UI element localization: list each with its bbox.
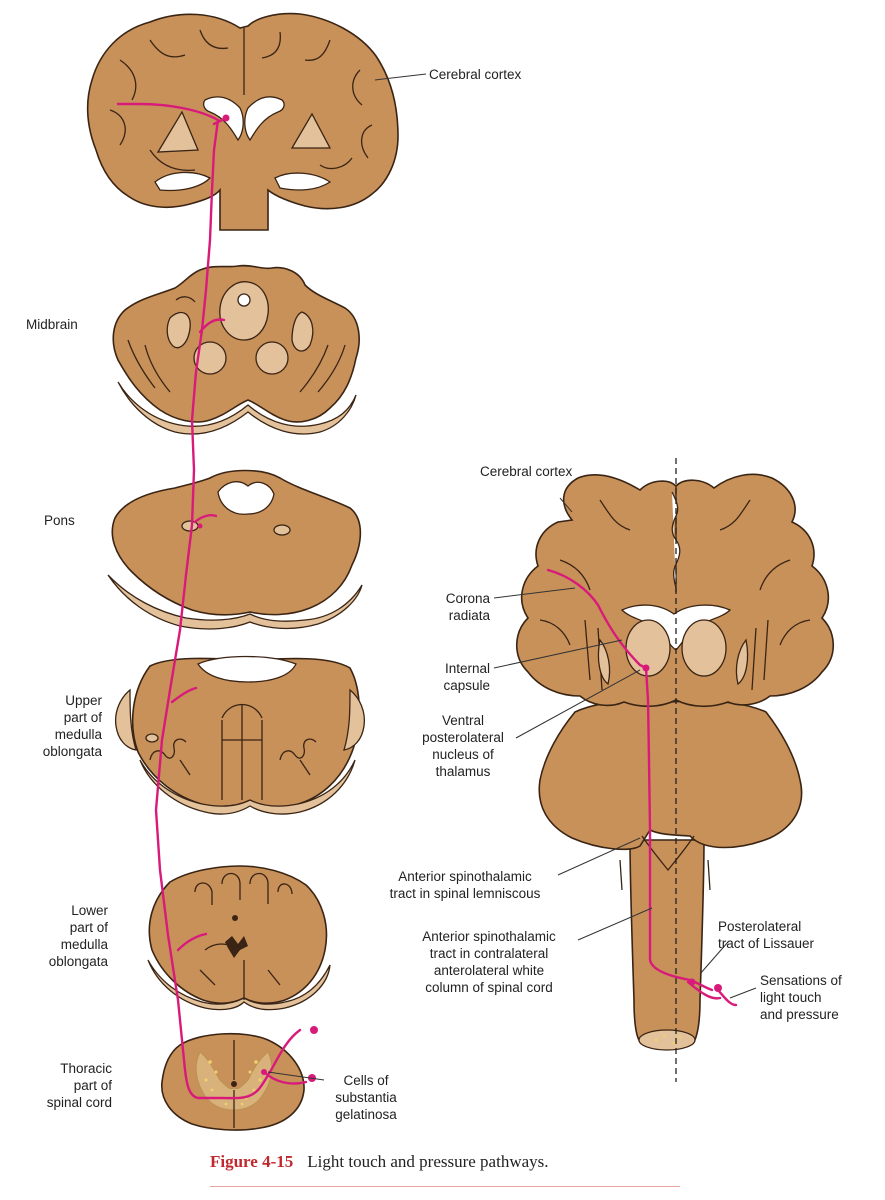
- leader-lines: [267, 73, 757, 1081]
- coronal-brain-section: [86, 12, 399, 231]
- label-cerebral-cortex-top: Cerebral cortex: [429, 67, 522, 82]
- label-vpl-nucleus: Ventral posterolateral nucleus of thalam…: [422, 713, 504, 779]
- label-internal-capsule: Internal capsule: [443, 661, 490, 693]
- label-sensations: Sensations of light touch and pressure: [760, 973, 842, 1022]
- label-lissauer: Posterolateral tract of Lissauer: [718, 919, 815, 951]
- figure-caption-text: Light touch and pressure pathways.: [307, 1152, 549, 1171]
- label-midbrain: Midbrain: [26, 317, 78, 332]
- figure-caption: Figure 4-15 Light touch and pressure path…: [210, 1152, 690, 1172]
- label-thoracic-cord: Thoracic part of spinal cord: [46, 1061, 112, 1110]
- label-upper-medulla: Upper part of medulla oblongata: [42, 693, 102, 759]
- label-pons: Pons: [44, 513, 75, 528]
- upper-medulla-section: [114, 655, 366, 815]
- label-lower-medulla: Lower part of medulla oblongata: [48, 903, 108, 969]
- thoracic-cord-section: [161, 1032, 305, 1131]
- caption-rule: [210, 1186, 680, 1187]
- label-anterior-spinothalamic-white: Anterior spinothalamic tract in contrala…: [422, 929, 556, 995]
- figure-number: Figure 4-15: [210, 1152, 294, 1171]
- label-cerebral-cortex-right: Cerebral cortex: [480, 464, 573, 479]
- lower-medulla-section: [147, 865, 331, 1011]
- sagittal-brainstem-figure: [516, 458, 834, 1082]
- midbrain-section: [112, 264, 360, 435]
- pons-section: [107, 469, 363, 630]
- label-corona-radiata: Corona radiata: [445, 591, 490, 623]
- label-anterior-spinothalamic-lemniscus: Anterior spinothalamic tract in spinal l…: [389, 869, 541, 901]
- label-substantia-gelatinosa: Cells of substantia gelatinosa: [335, 1073, 397, 1122]
